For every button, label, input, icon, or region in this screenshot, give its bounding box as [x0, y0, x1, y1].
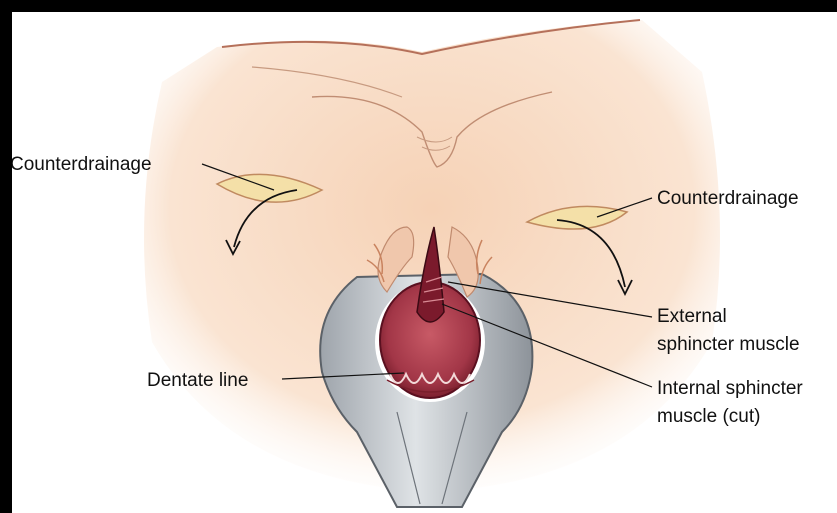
diagram-canvas: Counterdrainage Counterdrainage External…	[12, 12, 837, 513]
label-counterdrainage-right: Counterdrainage	[657, 188, 799, 209]
label-counterdrainage-left: Counterdrainage	[12, 154, 152, 175]
label-dentate-line: Dentate line	[147, 370, 248, 391]
label-internal-line1: Internal sphincter	[657, 378, 803, 399]
label-external-line2: sphincter muscle	[657, 334, 800, 355]
anatomy-illustration: Counterdrainage Counterdrainage External…	[12, 12, 837, 513]
label-external-line1: External	[657, 306, 727, 327]
label-internal-line2: muscle (cut)	[657, 406, 760, 427]
